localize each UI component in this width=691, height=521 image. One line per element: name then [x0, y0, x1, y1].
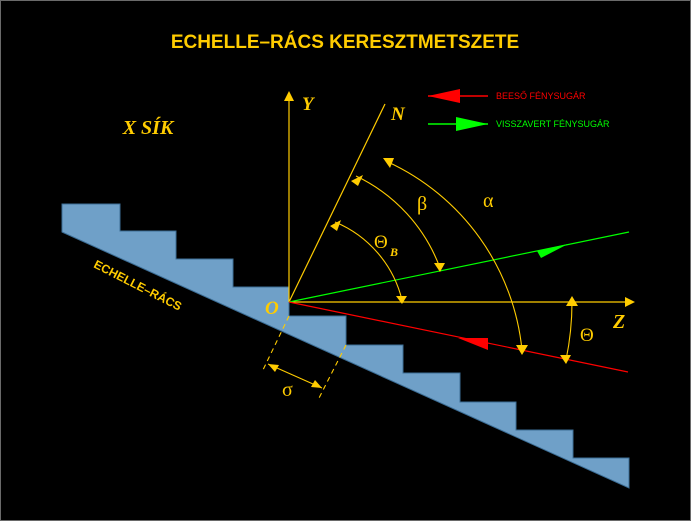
legend-reflected-arrow — [456, 117, 488, 131]
theta-b-arc — [334, 221, 403, 301]
beta-arc — [355, 175, 441, 269]
incident-ray — [288, 301, 629, 373]
beta-label: β — [417, 193, 427, 215]
sigma-arrow-left — [268, 364, 279, 372]
plane-label: X SÍK — [122, 116, 175, 139]
diagram-title: ECHELLE–RÁCS KERESZTMETSZETE — [171, 31, 519, 53]
beta-arc-arrow-2 — [434, 263, 445, 272]
alpha-arc — [387, 161, 523, 351]
theta-b-arc-arrow-2 — [396, 296, 407, 304]
sigma-label: σ — [282, 379, 293, 401]
theta-arc-arrow-2 — [560, 355, 571, 364]
sigma-extension-left — [261, 315, 290, 373]
theta-b-label: Θ — [374, 232, 388, 253]
origin-label: O — [265, 298, 279, 319]
normal-line — [288, 103, 386, 303]
normal-label: N — [390, 104, 406, 125]
reflected-ray — [288, 231, 630, 303]
alpha-arc-arrow-2 — [516, 345, 528, 355]
reflected-ray-arrow — [537, 244, 568, 258]
theta-b-subscript: B — [389, 245, 398, 259]
y-axis-label: Y — [302, 94, 316, 115]
incident-ray-arrowhead — [458, 338, 488, 350]
beta-arc-arrow — [351, 175, 363, 186]
theta-arc — [565, 301, 573, 361]
theta-label: Θ — [580, 325, 594, 346]
legend: BEESŐ FÉNYSUGÁR VISSZAVERT FÉNYSUGÁR — [428, 89, 610, 131]
theta-b-arc-arrow — [330, 220, 341, 231]
legend-reflected-label: VISSZAVERT FÉNYSUGÁR — [496, 119, 610, 129]
alpha-label: α — [483, 190, 494, 212]
sigma-extension-right — [317, 344, 347, 401]
sigma-arrow-right — [311, 380, 322, 388]
theta-arc-arrow — [566, 296, 578, 306]
z-axis-label: Z — [612, 311, 625, 333]
legend-incident-arrow — [428, 89, 460, 103]
alpha-arc-arrow — [383, 158, 394, 168]
legend-incident-label: BEESŐ FÉNYSUGÁR — [496, 91, 586, 101]
